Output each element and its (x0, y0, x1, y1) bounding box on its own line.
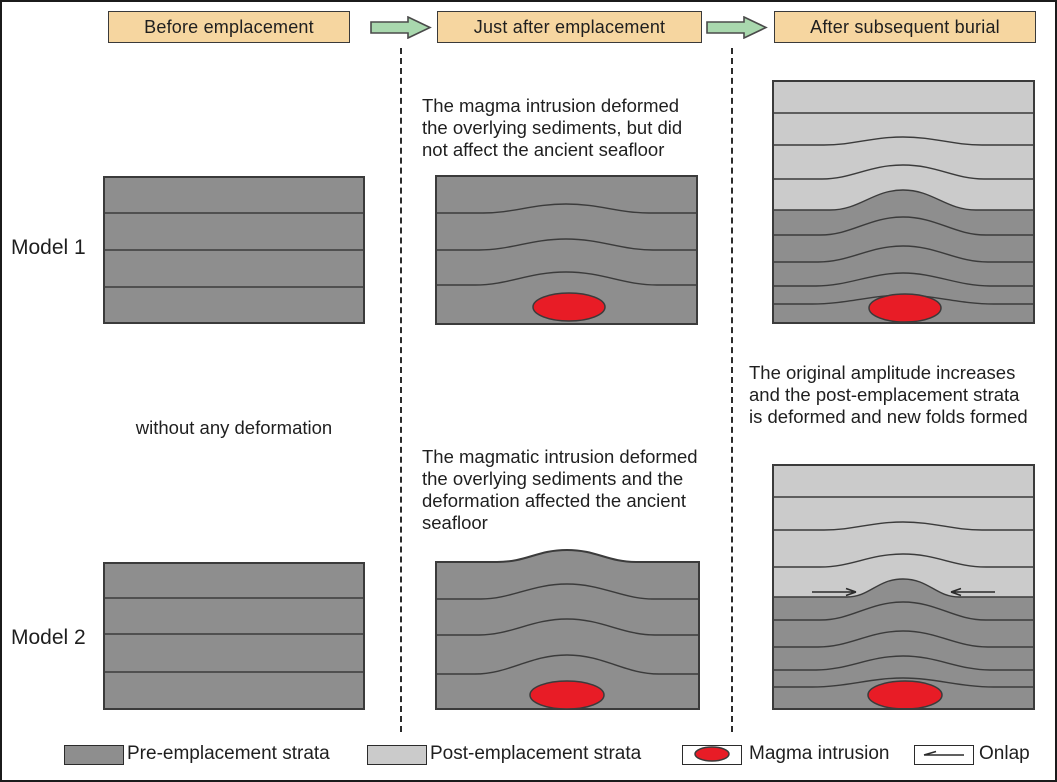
stage-box-before: Before emplacement (108, 11, 350, 43)
model1-middle-note: The magma intrusion deformed the overlyi… (422, 95, 683, 160)
legend-label-pre-strata: Pre-emplacement strata (127, 743, 330, 764)
before-note: without any deformation (135, 417, 333, 438)
magma-intrusion (532, 292, 606, 322)
legend-swatch-magma (682, 745, 742, 765)
stage-arrow-icon (706, 16, 768, 39)
stage-label-after-burial: After subsequent burial (810, 16, 1000, 37)
model1-label: Model 1 (11, 236, 86, 259)
deformed-seafloor-block (435, 549, 700, 710)
pre-emplacement-region (772, 578, 1035, 710)
model1-right-note: The original amplitude increases and the… (749, 362, 1028, 427)
legend-label-magma: Magma intrusion (749, 743, 890, 764)
stage-box-just-after: Just after emplacement (437, 11, 702, 43)
magma-intrusion (867, 680, 943, 710)
legend-label-post-strata: Post-emplacement strata (430, 743, 642, 764)
model1-burial-diagram (772, 80, 1035, 324)
pre-emplacement-region (772, 189, 1035, 324)
strata-lines (104, 212, 364, 288)
model2-before-diagram (103, 562, 365, 710)
stage-box-after-burial: After subsequent burial (774, 11, 1036, 43)
magma-intrusion-icon (694, 746, 730, 762)
onlap-arrow-icon (812, 587, 857, 597)
magma-intrusion (868, 293, 942, 323)
stage-arrow-icon (370, 16, 432, 39)
model2-after-diagram (435, 549, 700, 710)
model2-burial-diagram (772, 464, 1035, 710)
onlap-arrow-icon (950, 587, 995, 597)
column-separator (731, 48, 733, 732)
model2-label: Model 2 (11, 626, 86, 649)
legend-swatch-pre-strata (64, 745, 124, 765)
column-separator (400, 48, 402, 732)
legend-swatch-post-strata (367, 745, 427, 765)
stage-label-just-after: Just after emplacement (473, 16, 666, 37)
model1-after-diagram (435, 175, 698, 325)
onlap-arrow-icon (923, 750, 964, 756)
legend-swatch-onlap (914, 745, 974, 765)
model2-middle-note: The magmatic intrusion deformed the over… (422, 446, 698, 533)
stage-label-before: Before emplacement (144, 16, 314, 37)
model1-before-diagram (103, 176, 365, 324)
strata-lines (104, 597, 364, 673)
magma-intrusion (529, 680, 605, 710)
legend-label-onlap: Onlap (979, 743, 1030, 764)
